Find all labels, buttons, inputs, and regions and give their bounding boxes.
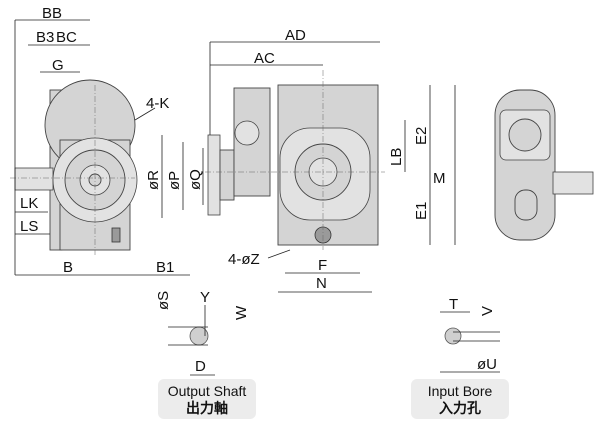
- dimension-lines: [14, 19, 456, 293]
- dim-label-bc: BC: [56, 29, 77, 46]
- input-bore-caption-box: [411, 379, 509, 419]
- dim-label-y: Y: [200, 289, 210, 306]
- dim-label-m: M: [433, 170, 446, 187]
- dim-label-ls: LS: [20, 218, 38, 235]
- dim-label-n: N: [316, 275, 327, 292]
- output-shaft-detail: [168, 305, 215, 376]
- dim-label-b1: B1: [156, 259, 174, 276]
- dim-label-ac: AC: [254, 50, 275, 67]
- side-view: [10, 79, 138, 255]
- dim-label-ad: AD: [285, 27, 306, 44]
- output-shaft-caption-zh: 出力軸: [186, 400, 228, 416]
- dim-label-g: G: [52, 57, 64, 74]
- rear-view: [494, 89, 594, 241]
- dim-label-w: W: [233, 305, 250, 320]
- dim-label-q: øQ: [187, 169, 204, 190]
- dim-label-e1: E1: [413, 202, 430, 220]
- dim-label-lb: LB: [388, 148, 405, 166]
- dim-label-d: D: [195, 358, 206, 375]
- dim-label-u: øU: [477, 356, 497, 373]
- dim-label-e2: E2: [413, 127, 430, 145]
- front-view: [205, 70, 385, 250]
- dim-label-bb: BB: [42, 5, 62, 22]
- dim-label-f: F: [318, 257, 327, 274]
- dim-label-s: øS: [155, 291, 172, 310]
- dim-label-lk: LK: [20, 195, 38, 212]
- dim-label-4z: 4-øZ: [228, 251, 260, 268]
- dim-label-b: B: [63, 259, 73, 276]
- output-shaft-caption-box: [158, 379, 256, 419]
- input-bore-caption-zh: 入力孔: [439, 400, 481, 416]
- dim-label-t: T: [449, 296, 458, 313]
- dim-label-b3: B3: [36, 29, 54, 46]
- dim-label-4k: 4-K: [146, 95, 169, 112]
- dim-label-v: V: [479, 306, 496, 316]
- output-shaft-caption: Output Shaft: [168, 383, 247, 399]
- input-bore-detail: [440, 311, 500, 373]
- input-bore-caption: Input Bore: [428, 383, 493, 399]
- dim-label-r: øR: [145, 170, 162, 190]
- dim-label-p: øP: [166, 171, 183, 190]
